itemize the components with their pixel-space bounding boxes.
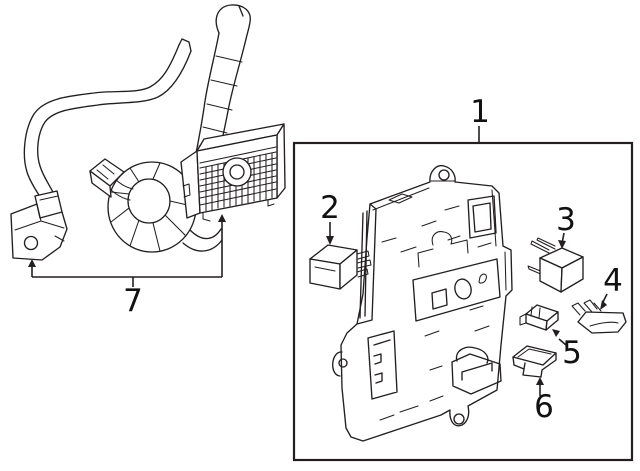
fuse-box-drawing xyxy=(332,164,513,442)
fuse-box-upper-moldings xyxy=(417,231,469,268)
fuse-box-bottom-ear-hole xyxy=(453,413,465,425)
fuse-4-drawing xyxy=(571,299,627,334)
callout-6-label: 6 xyxy=(534,389,554,425)
callout-6-arrow-head xyxy=(536,377,544,385)
harness-tube-end-cap xyxy=(178,38,192,52)
callout-3-arrow-head xyxy=(558,240,566,249)
small-connector-detail xyxy=(96,164,115,180)
callout-5: 5 xyxy=(552,329,582,371)
callout-4: 4 xyxy=(600,263,623,310)
callout-4-arrow-stem xyxy=(602,293,608,303)
callout-7-bracket xyxy=(32,276,222,287)
large-connector-hole xyxy=(23,235,39,251)
callout-2-label: 2 xyxy=(320,190,340,226)
fuse-4-prongs xyxy=(571,299,602,316)
fuse-box-top-right-port xyxy=(467,195,497,239)
fuse-6-drawing xyxy=(512,345,557,378)
fuse-box-misc-detail xyxy=(379,189,507,421)
callout-1-label: 1 xyxy=(470,94,490,130)
callout-3-arrow-stem xyxy=(561,232,565,242)
fuse-box-left-ear-hole xyxy=(338,358,348,368)
grommet-spokes xyxy=(110,162,197,252)
grid-module-feet xyxy=(202,199,275,222)
harness-connector-large xyxy=(10,190,68,261)
harness-tube xyxy=(23,38,192,205)
fuse-box-top-face-lines xyxy=(372,187,430,211)
fuse-box-panel: 1 xyxy=(292,94,634,462)
relay-2-pins xyxy=(314,250,372,278)
fuse-5-detail xyxy=(519,306,541,326)
callout-4-label: 4 xyxy=(603,263,623,299)
callout-2-arrow-head xyxy=(326,236,334,245)
corrugated-tube-end-cap xyxy=(215,4,251,40)
relay-2-front-face xyxy=(309,258,341,290)
relay-3-drawing xyxy=(527,237,584,293)
fuse-box-left-block xyxy=(367,330,398,400)
small-connector-neck xyxy=(110,179,134,201)
callout-5-arrow-head xyxy=(552,329,560,337)
fuse-box-outline xyxy=(340,164,513,442)
relay-2-side-face xyxy=(339,249,358,290)
fuse-6-skirt xyxy=(512,352,557,378)
relay-3-pins xyxy=(527,237,556,276)
callout-7-label: 7 xyxy=(123,283,143,319)
grid-module-ring-outer xyxy=(222,157,252,187)
grid-module-ring-inner xyxy=(229,164,245,180)
small-connector-side-face xyxy=(89,170,112,198)
callout-2: 2 xyxy=(320,190,340,245)
grommet-inner-ring xyxy=(127,178,171,224)
fuse-6-top-inner xyxy=(517,348,552,358)
large-connector-detail xyxy=(14,195,65,242)
callout-5-label: 5 xyxy=(562,335,582,371)
relay-3-side-face xyxy=(560,256,584,293)
harness-wrap-curves xyxy=(182,228,223,252)
fuse-box-lower-block xyxy=(451,346,502,395)
fuse-box-left-ear xyxy=(332,351,343,377)
grid-module-right-face xyxy=(276,123,286,199)
callout-4-arrow-head xyxy=(600,300,607,310)
fuse-5-drawing xyxy=(519,304,559,331)
fuse-box-strip-oval xyxy=(454,278,472,300)
corrugated-tube-left-edge xyxy=(192,32,220,169)
callout-1: 1 xyxy=(470,94,490,142)
callout-7: 7 xyxy=(28,214,226,319)
fuse-box-strip-comma xyxy=(478,273,487,284)
harness-grommet-loop xyxy=(107,161,197,253)
harness-tube-bottom-edge xyxy=(37,50,192,198)
callout-3-label: 3 xyxy=(556,202,576,238)
callout-3: 3 xyxy=(556,202,576,249)
fuse-5-side-face xyxy=(545,311,559,331)
fuse-box-center-strip xyxy=(412,258,501,322)
fuse-4-body-detail xyxy=(589,321,619,327)
callout-7-arrow-right-head xyxy=(218,214,226,222)
fuse-box-side-panel xyxy=(356,203,377,325)
fuse-box-top-ear-hole xyxy=(438,169,450,181)
callout-6: 6 xyxy=(534,377,554,425)
corrugated-tube-ribs xyxy=(198,55,243,153)
harness-connector-small xyxy=(89,158,134,201)
relay-2-drawing xyxy=(309,244,372,290)
wiring-harness-assembly: 7 xyxy=(10,4,286,319)
callout-7-arrow-left-head xyxy=(28,259,36,267)
grid-module-side-tab xyxy=(182,183,191,198)
vent-grid-module xyxy=(180,123,286,222)
harness-tube-top-edge xyxy=(23,44,180,205)
diagram-border xyxy=(292,141,634,462)
callout-5-arrow-stem xyxy=(558,338,567,346)
